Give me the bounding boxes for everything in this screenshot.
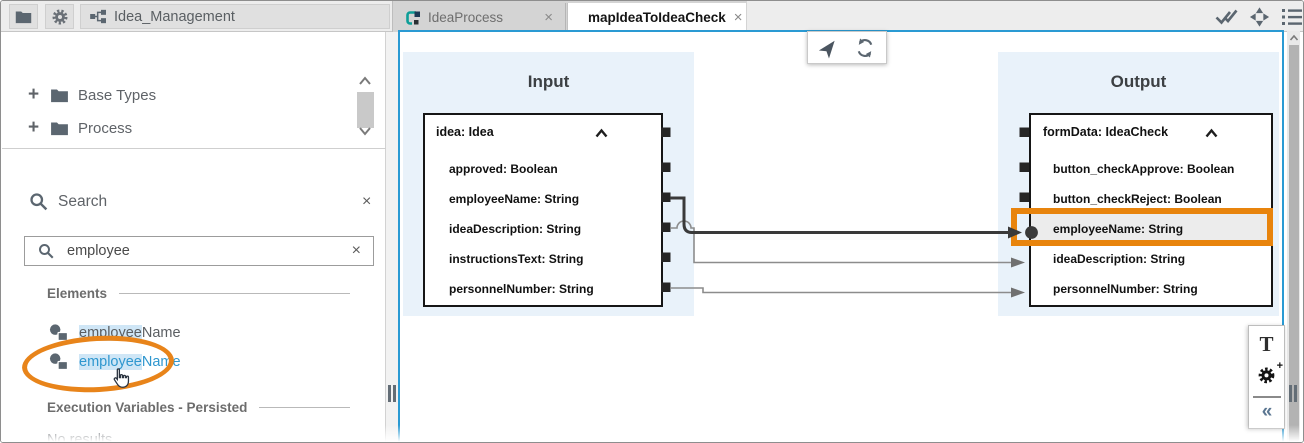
field-personnelnumber[interactable]: personnelNumber: String xyxy=(1053,282,1198,296)
field-ideadescription[interactable]: ideaDescription: String xyxy=(449,222,582,236)
field-ideadescription[interactable]: ideaDescription: String xyxy=(1053,252,1186,266)
merge-icon[interactable] xyxy=(1248,5,1271,29)
input-column-title: Input xyxy=(527,72,570,91)
hand-cursor-icon xyxy=(113,368,130,388)
close-icon[interactable]: × xyxy=(733,9,743,26)
double-check-icon[interactable] xyxy=(1214,5,1239,29)
result-label: employeeName xyxy=(79,324,181,341)
annotation-ellipse xyxy=(20,332,176,396)
process-icon xyxy=(406,10,420,25)
close-icon[interactable]: × xyxy=(544,9,553,26)
palette-panel: + Base Types + Process Search × xyxy=(2,32,386,443)
elements-title: Elements xyxy=(47,286,108,301)
section-divider xyxy=(2,148,386,149)
settings-button[interactable] xyxy=(45,4,74,29)
tree-item-process[interactable]: + Process xyxy=(26,117,132,139)
tab-mapideatoideacheck[interactable]: mapIdeaToIdeaCheck × xyxy=(567,3,746,32)
node-title: formData: IdeaCheck xyxy=(1043,125,1169,139)
search-icon xyxy=(39,244,54,259)
scroll-up-icon[interactable] xyxy=(356,74,374,88)
result-label: employeeName xyxy=(79,353,181,370)
chevron-up-icon[interactable] xyxy=(1204,128,1219,139)
gear-icon xyxy=(52,9,67,24)
panel-resize-handle[interactable] xyxy=(388,385,391,402)
field-instructionstext[interactable]: instructionsText: String xyxy=(449,252,584,266)
field-personnelnumber[interactable]: personnelNumber: String xyxy=(449,282,594,296)
panel-resize-handle[interactable] xyxy=(393,385,396,402)
field-button-checkreject[interactable]: button_checkReject: Boolean xyxy=(1053,192,1222,206)
expand-icon[interactable]: + xyxy=(27,117,40,138)
expand-icon[interactable]: + xyxy=(27,84,40,105)
canvas-scrollbar-thumb[interactable] xyxy=(1289,45,1299,442)
collapse-panel-button[interactable]: « xyxy=(1261,401,1273,422)
folder-icon xyxy=(51,122,68,136)
header-rule xyxy=(119,293,350,294)
open-folder-button[interactable] xyxy=(9,4,38,29)
search-icon xyxy=(30,193,48,211)
element-icon xyxy=(49,324,69,342)
input-node-idea[interactable]: idea: Idea approved: Boolean employeeNam… xyxy=(423,113,663,307)
field-button-checkapprove[interactable]: button_checkApprove: Boolean xyxy=(1053,162,1235,176)
right-panel-resize-handle[interactable] xyxy=(1293,385,1297,402)
search-field-wrap: × xyxy=(24,236,374,266)
scroll-down-icon[interactable] xyxy=(356,124,374,138)
tab-strip: IdeaProcess × mapIdeaToIdeaCheck × xyxy=(392,1,747,32)
canvas-side-toolbar: T + « xyxy=(1248,325,1285,429)
field-employeename-selected[interactable]: employeeName: String xyxy=(1031,214,1271,244)
execution-variables-header: Execution Variables - Persisted xyxy=(47,400,350,415)
refresh-icon[interactable] xyxy=(854,37,876,59)
gear-plus-icon xyxy=(1258,367,1275,384)
search-result-employeename-1[interactable]: employeeName xyxy=(48,323,181,342)
elements-section-header: Elements xyxy=(47,286,350,301)
node-title: idea: Idea xyxy=(436,125,494,139)
canvas-toolbar xyxy=(807,31,887,64)
tab-label: IdeaProcess xyxy=(428,10,504,25)
tab-label: mapIdeaToIdeaCheck xyxy=(588,10,726,25)
project-selector[interactable]: Idea_Management xyxy=(80,4,390,29)
close-search-icon[interactable]: × xyxy=(362,193,372,210)
folder-icon xyxy=(51,89,68,103)
text-tool-button[interactable]: T xyxy=(1259,332,1274,356)
right-panel-resize-handle[interactable] xyxy=(1289,385,1292,402)
top-toolbar: Idea_Management IdeaProcess × mapIdeaToI… xyxy=(1,1,1304,32)
search-section-header: Search xyxy=(28,191,107,212)
tree-scrollbar-thumb[interactable] xyxy=(357,92,374,128)
execution-variables-title: Execution Variables - Persisted xyxy=(47,400,248,415)
no-results-text: No results. xyxy=(47,432,117,443)
tab-ideaprocess[interactable]: IdeaProcess × xyxy=(394,3,566,32)
element-icon xyxy=(49,353,69,371)
hierarchy-icon xyxy=(90,9,106,24)
search-input[interactable] xyxy=(67,243,340,259)
search-result-employeename-2[interactable]: employeeName xyxy=(48,352,181,371)
folder-icon xyxy=(15,11,32,24)
clear-search-icon[interactable]: × xyxy=(351,242,361,259)
field-approved[interactable]: approved: Boolean xyxy=(449,162,558,176)
output-column-title: Output xyxy=(1110,72,1167,91)
search-title: Search xyxy=(58,192,108,210)
field-employeename[interactable]: employeeName: String xyxy=(449,192,580,206)
tree-item-label: Base Types xyxy=(78,86,157,104)
chevron-up-icon[interactable] xyxy=(594,128,609,139)
selection-highlight-box xyxy=(1011,208,1273,246)
project-label: Idea_Management xyxy=(114,8,235,25)
plus-icon: + xyxy=(1276,360,1283,372)
panel-resize-strip[interactable] xyxy=(386,32,398,442)
tree-item-label: Process xyxy=(78,119,133,137)
scroll-up-icon[interactable] xyxy=(1288,33,1300,43)
header-rule xyxy=(259,407,350,408)
list-icon[interactable] xyxy=(1280,5,1304,29)
toolbar-divider xyxy=(1252,396,1281,398)
navigate-icon[interactable] xyxy=(818,37,840,59)
add-function-button[interactable]: + xyxy=(1256,360,1283,388)
tree-item-base-types[interactable]: + Base Types xyxy=(26,84,156,106)
